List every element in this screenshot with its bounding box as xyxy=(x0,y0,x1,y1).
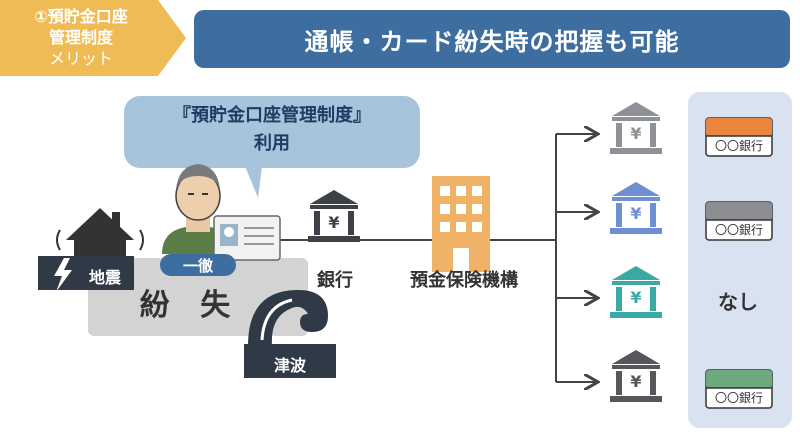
card-2 xyxy=(705,201,773,241)
card-1-label: 〇〇銀行 xyxy=(714,139,763,153)
bubble-text: 『預貯金口座管理制度』 利用 xyxy=(124,102,420,158)
tsunami-box xyxy=(244,344,336,378)
card-2-label: 〇〇銀行 xyxy=(714,223,763,237)
bubble-line2: 利用 xyxy=(254,133,290,154)
bank-label: 銀行 xyxy=(317,270,353,291)
tag-line2: 管理制度 xyxy=(48,28,113,47)
yen-2: ¥ xyxy=(630,204,642,223)
yen-4: ¥ xyxy=(630,372,642,391)
lost-label: 紛 失 xyxy=(139,288,241,323)
yen-1: ¥ xyxy=(630,124,642,143)
id-card-icon xyxy=(213,215,281,261)
wave-icon xyxy=(248,290,328,346)
name-badge: 一徹 xyxy=(160,254,236,276)
card-3-label: 〇〇銀行 xyxy=(714,391,763,405)
bubble-line1: 『預貯金口座管理制度』 xyxy=(173,105,371,126)
header-tag xyxy=(0,0,186,76)
banner-title: 通帳・カード紛失時の把握も可能 xyxy=(194,10,790,68)
tsunami-label: 津波 xyxy=(273,356,306,375)
yen-3: ¥ xyxy=(630,288,642,307)
earthquake-label: 地震 xyxy=(88,268,121,287)
tag-line1: ①預貯金口座 xyxy=(34,7,128,26)
lightning-icon xyxy=(54,258,72,292)
deposit-insurance-label: 預金保険機構 xyxy=(410,270,518,291)
bank-icon-center xyxy=(308,190,360,242)
speech-bubble xyxy=(124,96,420,198)
header-tag-text: ①預貯金口座 管理制度 メリット xyxy=(6,6,156,70)
cards-panel xyxy=(688,92,792,428)
person-icon xyxy=(162,164,234,254)
tag-line3: メリット xyxy=(48,49,113,68)
building-icon xyxy=(432,176,490,272)
yen-center: ¥ xyxy=(328,213,340,232)
earthquake-box xyxy=(38,256,134,290)
none-label: なし xyxy=(718,290,758,314)
card-1 xyxy=(705,117,773,157)
card-3 xyxy=(705,369,773,409)
